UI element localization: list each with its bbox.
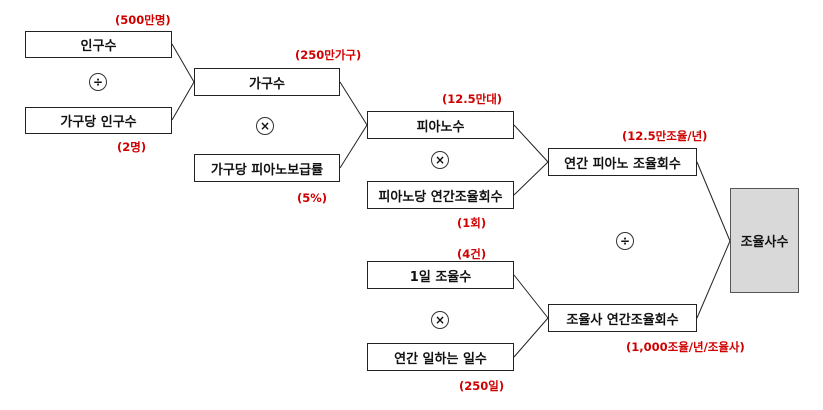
tunings-per-piano-value: (1회) [457,216,487,230]
per-household-box: 가구당 인구수 [25,107,172,134]
tuners-box: 조율사수 [730,188,799,293]
tunings-per-piano-box: 피아노당 연간조율회수 [367,181,514,209]
piano-rate-value: (5%) [297,191,328,205]
multiply-operator-3: × [431,311,449,329]
annual-tunings-value: (12.5만조율/년) [622,129,708,143]
daily-tunings-value: (4건) [457,247,487,261]
tuner-annual-value: (1,000조율/년/조율사) [626,340,745,354]
divide-operator-1: ÷ [89,73,107,91]
pianos-value: (12.5만대) [442,92,503,106]
population-value: (500만명) [115,13,171,27]
population-box: 인구수 [25,31,172,58]
multiply-operator-1: × [256,117,274,135]
multiply-operator-2: × [431,151,449,169]
work-days-box: 연간 일하는 일수 [367,343,514,371]
households-value: (250만가구) [295,48,362,62]
households-box: 가구수 [194,68,340,96]
per-household-value: (2명) [117,140,147,154]
annual-tunings-box: 연간 피아노 조율회수 [548,148,697,176]
daily-tunings-box: 1일 조율수 [367,261,514,289]
divide-operator-2: ÷ [616,232,634,250]
pianos-box: 피아노수 [367,111,514,139]
tuner-annual-box: 조율사 연간조율회수 [548,304,697,332]
piano-rate-box: 가구당 피아노보급률 [194,154,340,182]
work-days-value: (250일) [459,379,505,393]
